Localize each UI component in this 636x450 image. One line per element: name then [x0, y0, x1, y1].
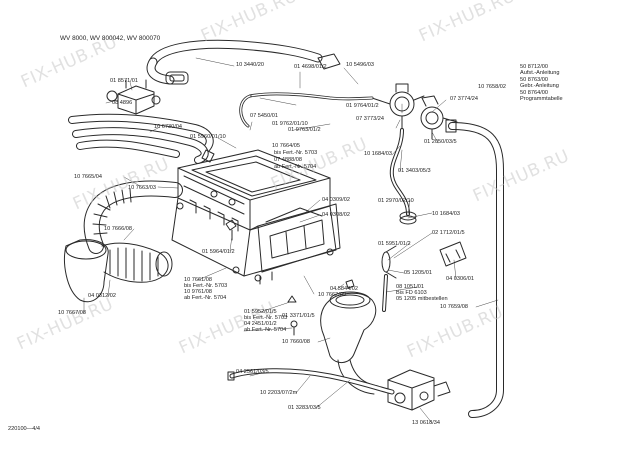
drawing-number: 220100—4/4 — [8, 426, 41, 432]
part-label: 05 1205/01 — [404, 270, 432, 276]
part-label: ab Fert.-Nr. 5704 — [274, 164, 317, 170]
part-label: 10 1684/03 — [432, 211, 460, 217]
part-label: 01 3371/01/5 — [282, 313, 315, 319]
pressure-hose — [239, 92, 410, 216]
hose-clamp — [381, 245, 397, 279]
part-label: 10 7658/02 — [478, 84, 506, 90]
drain-pump — [387, 369, 451, 411]
doc-line: 50 8763/00 — [520, 76, 548, 83]
part-label: 04 5844/02 — [330, 286, 358, 292]
part-label: 10 9761/08 — [184, 289, 212, 295]
part-label: 04 0312/02 — [88, 293, 116, 299]
leader-lines — [83, 57, 499, 424]
part-label: 07 4888/08 — [274, 157, 302, 163]
doc-line: Programmtabelle — [520, 96, 563, 103]
part-label: 10 7666/08 — [104, 226, 132, 232]
pressure-switch-1 — [371, 83, 425, 131]
part-label: 10 7664/05 — [272, 143, 300, 149]
part-label: 01 9764/01/2 — [346, 103, 379, 109]
part-label: 10 7662/09 — [318, 292, 346, 298]
part-label: bis Fert.-Nr. 5703 — [274, 150, 318, 156]
part-label: 08 4896 — [112, 100, 133, 106]
part-label: 04 0306/01 — [446, 276, 474, 282]
part-label: 10 7667/08 — [58, 310, 86, 316]
bellows-sump — [64, 239, 173, 303]
part-label: 04 2561/03/5 — [236, 369, 269, 375]
documentation-block: 50 8712/00 Aufst.-Anleitung 50 8763/00 G… — [520, 64, 563, 102]
vertical-tube — [382, 274, 388, 312]
detergent-dispenser-housing — [171, 149, 341, 285]
part-label: 10 6730/04 — [154, 124, 182, 130]
part-label: 01 2050/03/5 — [424, 139, 457, 145]
part-label: 02 1712/01/5 — [432, 230, 465, 236]
part-label: 08 1051/01 — [396, 284, 424, 290]
part-label: 01 5964/01/2 — [202, 249, 235, 255]
part-label: 10 7659/08 — [440, 304, 468, 310]
part-label: 05 1205 mitbestellen — [396, 296, 448, 302]
part-label: 01 9762/01/10 — [272, 121, 308, 127]
sealing-ring — [399, 211, 417, 225]
model-line: WV 8000, WV 800042, WV 800070 — [60, 35, 161, 42]
part-label: bis Fert.-Nr. 5703 — [184, 283, 228, 289]
part-label: 07 3773/24 — [356, 116, 384, 122]
part-label: 10 7663/03 — [128, 185, 156, 191]
part-label: 01 3403/05/3 — [398, 168, 431, 174]
part-label: 01 4698/01/2 — [294, 64, 327, 70]
part-label: 13 0618/34 — [412, 420, 440, 426]
drain-hose-bottom — [227, 368, 395, 395]
part-label: 10 2203/07/2m — [260, 390, 298, 396]
part-label: 10 7661/08 — [184, 277, 212, 283]
part-label: ab Fert.-Nr. 5704 — [244, 327, 287, 333]
pressure-switch-2 — [420, 95, 458, 140]
corrugated-hose-left — [83, 180, 183, 254]
part-label: 04 0309/02 — [322, 197, 350, 203]
inlet-hose-top — [146, 39, 341, 85]
solenoid-valve — [106, 79, 161, 115]
part-label: 01 5952/01/5 — [244, 309, 277, 315]
part-label: 01 8571/01 — [110, 78, 138, 84]
bracket-right — [439, 241, 467, 267]
part-label: 07 5450/01 — [250, 113, 278, 119]
doc-line: 50 8764/00 — [520, 89, 548, 96]
doc-line: 50 8712/00 — [520, 64, 548, 70]
part-label: bis Fert.-Nr. 5703 — [244, 315, 288, 321]
part-label: 01 2970/02/10 — [378, 198, 414, 204]
doc-line: Gebr.-Anleitung — [520, 83, 559, 90]
sump-hose — [320, 291, 379, 395]
fasteners — [225, 219, 355, 336]
doc-line: Aufst.-Anleitung — [520, 70, 560, 77]
part-label: 04 0308/02 — [322, 212, 350, 218]
part-label: 10 1684/03 — [364, 151, 392, 157]
part-label: 01 3283/03/5 — [288, 405, 321, 411]
part-label: 01 5960/01/10 — [190, 134, 226, 140]
part-label: 10 7660/08 — [282, 339, 310, 345]
part-label: 01 5951/01/2 — [378, 241, 411, 247]
drain-hose-right — [445, 119, 504, 418]
part-label: 04 2451/01/2 — [244, 321, 277, 327]
part-label: 10 3440/20 — [236, 62, 264, 68]
part-label: 10 7665/04 — [74, 174, 102, 180]
hose-bundle — [68, 113, 215, 164]
part-label: ab Fert.-Nr. 5704 — [184, 295, 227, 301]
part-label: 07 3774/24 — [450, 96, 478, 102]
part-label: 10 5496/03 — [346, 62, 374, 68]
part-label: Bis FD 6103 — [396, 290, 427, 296]
part-label: 01 9763/01/2 — [288, 127, 321, 133]
